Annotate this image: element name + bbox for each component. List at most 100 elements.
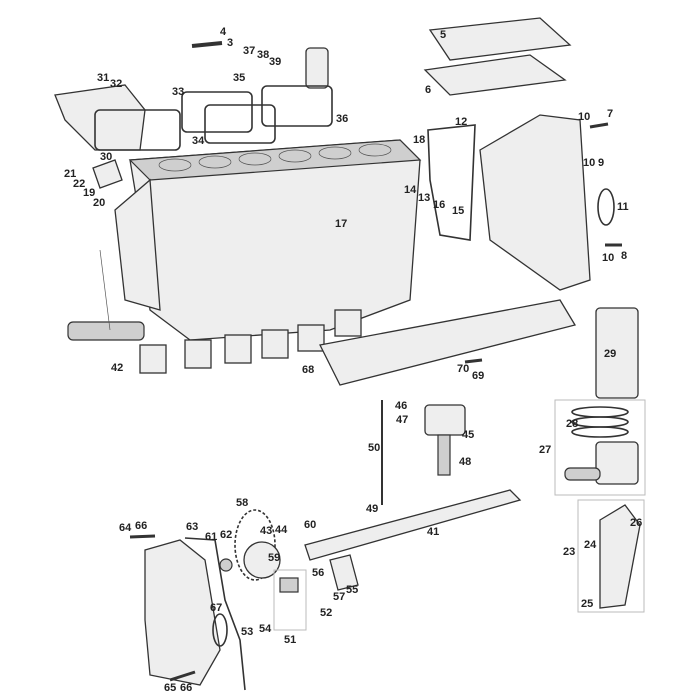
part-label: 41: [427, 526, 440, 538]
part-label: 17: [335, 218, 348, 230]
part-label: 14: [404, 184, 417, 196]
part-label: 9: [598, 157, 605, 169]
part-label: 39: [269, 56, 282, 68]
seal-67: [212, 613, 228, 647]
housing-19: [92, 159, 123, 189]
part-label: 70: [457, 363, 470, 375]
part-label: 10: [583, 157, 596, 169]
gasket-63: [184, 537, 246, 691]
gasket-12: [427, 124, 476, 241]
front-plate: [479, 114, 591, 291]
part-label: 65: [164, 682, 177, 694]
part-label: 33: [172, 86, 185, 98]
part-label: 25: [581, 598, 594, 610]
part-label: 22: [73, 178, 86, 190]
part-label: 23: [563, 546, 576, 558]
part-label: 49: [366, 503, 379, 515]
sprocket-59: [243, 541, 281, 579]
bearing-caps: [67, 309, 362, 374]
part-label: 47: [396, 414, 409, 426]
part-label: 8: [621, 250, 628, 262]
part-label: 35: [233, 72, 246, 84]
timing-chain-58: [234, 509, 276, 581]
seal-11: [597, 188, 615, 226]
part-label: 27: [539, 444, 552, 456]
part-label: 68: [302, 364, 315, 376]
timing-cover: [144, 539, 221, 686]
part-label: 18: [413, 134, 426, 146]
gasket-5: [428, 17, 572, 61]
block-top: [128, 139, 422, 181]
camshaft-41: [304, 489, 522, 561]
part-label: 45: [462, 429, 475, 441]
part-label: 59: [268, 552, 281, 564]
cover-33: [181, 91, 253, 133]
rod-3: [191, 41, 223, 48]
gudgeon-pin: [564, 467, 601, 481]
part-label: 54: [259, 623, 272, 635]
part-label: 6: [425, 84, 432, 96]
part-label: 13: [418, 192, 431, 204]
part-label: 69: [472, 370, 485, 382]
part-label: 44: [275, 524, 288, 536]
filter-canister: [305, 47, 329, 89]
connecting-rod: [599, 504, 641, 609]
part-label: 64: [119, 522, 132, 534]
gasket-6: [423, 54, 567, 96]
part-label: 24: [584, 539, 597, 551]
part-label: 67: [210, 602, 223, 614]
part-label: 46: [395, 400, 408, 412]
part-label: 55: [346, 584, 359, 596]
part-label: 43: [260, 525, 273, 537]
part-label: 61: [205, 531, 218, 543]
oil-rail-68: [319, 299, 577, 386]
cylinder-liner-29: [595, 307, 639, 399]
part-label: 15: [452, 205, 465, 217]
part-label: 63: [186, 521, 199, 533]
part-label: 16: [433, 199, 446, 211]
part-label: 60: [304, 519, 317, 531]
part-label: 66: [135, 520, 148, 532]
part-label: 31: [97, 72, 110, 84]
part-label: 29: [604, 348, 617, 360]
part-label: 57: [333, 591, 346, 603]
cover-55: [329, 554, 359, 591]
part-label: 26: [630, 517, 643, 529]
part-label: 28: [566, 418, 579, 430]
part-label: 48: [459, 456, 472, 468]
tensioner-box: [273, 569, 307, 631]
part-label: 50: [368, 442, 381, 454]
piston: [595, 441, 639, 485]
part-label: 66: [180, 682, 193, 694]
part-label: 3: [227, 37, 234, 49]
piston-rings: [571, 406, 629, 438]
part-label: 34: [192, 135, 205, 147]
part-label: 37: [243, 45, 256, 57]
part-label: 32: [110, 78, 123, 90]
part-label: 58: [236, 497, 249, 509]
part-label: 11: [617, 201, 629, 213]
part-label: 56: [312, 567, 325, 579]
part-label: 20: [93, 197, 106, 209]
bolts: [129, 122, 622, 682]
part-label: 52: [320, 607, 333, 619]
part-label: 38: [257, 49, 270, 61]
conrod-box: [577, 499, 645, 613]
part-label: 19: [83, 187, 96, 199]
part-label: 10: [578, 111, 591, 123]
part-label: 21: [64, 168, 77, 180]
part-label: 53: [241, 626, 254, 638]
part-label: 51: [284, 634, 297, 646]
cover-30: [94, 109, 181, 151]
block-end: [114, 178, 161, 311]
part-label: 42: [111, 362, 124, 374]
nut-61: [219, 558, 233, 572]
part-label: 7: [607, 108, 614, 120]
part-label: 5: [440, 29, 447, 41]
bracket-31: [54, 84, 146, 151]
piston-box: [554, 399, 646, 496]
oil-pump-45: [424, 404, 466, 436]
part-label: 12: [455, 116, 468, 128]
